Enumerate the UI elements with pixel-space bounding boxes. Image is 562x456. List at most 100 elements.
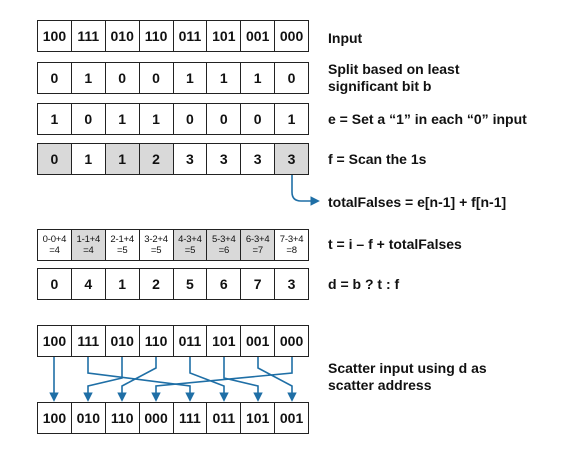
t-cell-expression: 0-0+4 bbox=[42, 234, 67, 245]
e-cell: 0 bbox=[70, 104, 105, 134]
e-cell: 0 bbox=[206, 104, 240, 134]
output-cell: 101 bbox=[240, 403, 274, 433]
total-falses-label: totalFalses = e[n-1] + f[n-1] bbox=[328, 194, 507, 210]
output-cell: 100 bbox=[42, 410, 67, 426]
scatter-label-line1: Scatter input using d as bbox=[328, 360, 487, 376]
scatter_in-cell: 001 bbox=[240, 326, 274, 356]
f-cell: 3 bbox=[206, 144, 240, 174]
t-cell: 1-1+4=4 bbox=[70, 230, 105, 260]
e-cell: 1 bbox=[138, 104, 173, 134]
d-cell: 4 bbox=[70, 269, 105, 299]
t-cell-expression: 6-3+4 bbox=[245, 234, 270, 245]
split-label-line2: significant bit b bbox=[328, 78, 432, 94]
scatter_in-cell: 010 bbox=[104, 326, 139, 356]
total-falses-arrow bbox=[291, 175, 320, 206]
t-cell-result: =6 bbox=[218, 245, 230, 256]
input-cell: 011 bbox=[172, 21, 207, 51]
d-cell: 3 bbox=[274, 269, 308, 299]
scatter-label: Scatter input using d as scatter address bbox=[328, 360, 487, 394]
output-cell: 000 bbox=[138, 403, 173, 433]
input-cell: 110 bbox=[138, 21, 173, 51]
t-cell-result: =4 bbox=[83, 245, 94, 256]
t-cell: 4-3+4=5 bbox=[172, 230, 207, 260]
b-cell: 1 bbox=[240, 63, 274, 93]
split-label: Split based on least significant bit b bbox=[328, 61, 459, 95]
b-cell: 0 bbox=[138, 63, 173, 93]
split-label-line1: Split based on least bbox=[328, 61, 460, 77]
t-cell: 7-3+4=8 bbox=[274, 230, 308, 260]
b-cell: 0 bbox=[50, 70, 59, 86]
t-cell: 5-3+4=6 bbox=[206, 230, 241, 260]
input-cell: 001 bbox=[240, 21, 274, 51]
b-cell: 1 bbox=[206, 63, 240, 93]
scatter-arrow bbox=[87, 357, 195, 402]
scatter_in-cell: 110 bbox=[138, 326, 173, 356]
t-label: t = i – f + totalFalses bbox=[328, 236, 462, 252]
input-cell: 111 bbox=[70, 21, 105, 51]
d-cell: 2 bbox=[138, 269, 173, 299]
scatter-arrow bbox=[117, 357, 157, 402]
t-cell-expression: 7-3+4 bbox=[279, 234, 304, 245]
f-cell: 2 bbox=[138, 144, 173, 174]
output-cell: 010 bbox=[70, 403, 105, 433]
input-cell: 000 bbox=[274, 21, 308, 51]
e-cell: 1 bbox=[50, 111, 59, 127]
scatter-arrow bbox=[189, 357, 229, 402]
t-cell-expression: 3-2+4 bbox=[144, 234, 168, 245]
output-cell: 110 bbox=[104, 403, 139, 433]
input-cell: 101 bbox=[206, 21, 240, 51]
t-cell-expression: 1-1+4 bbox=[76, 234, 101, 245]
output-cell: 001 bbox=[274, 403, 308, 433]
t-cell: 6-3+4=7 bbox=[240, 230, 275, 260]
b-cell: 0 bbox=[104, 63, 139, 93]
t-cell-result: =5 bbox=[116, 245, 128, 256]
scatter-label-line2: scatter address bbox=[328, 377, 432, 393]
t-cell-result: =5 bbox=[150, 245, 162, 256]
scatter_in-cell: 100 bbox=[42, 333, 67, 349]
d-cell: 7 bbox=[240, 269, 274, 299]
scatter_in-cell: 000 bbox=[274, 326, 308, 356]
e-cell: 1 bbox=[274, 104, 308, 134]
d-cell: 5 bbox=[172, 269, 207, 299]
scatter-arrows bbox=[49, 357, 297, 402]
scatter-arrow bbox=[257, 357, 297, 402]
scatter-arrow bbox=[223, 357, 263, 402]
scatter_in-cell: 101 bbox=[206, 326, 240, 356]
output-cell: 111 bbox=[172, 403, 207, 433]
e-cell: 0 bbox=[172, 104, 207, 134]
f-cell: 3 bbox=[274, 144, 308, 174]
b-cell: 0 bbox=[274, 63, 308, 93]
t-cell-result: =7 bbox=[252, 245, 263, 256]
d-cell: 6 bbox=[206, 269, 240, 299]
t-cell: 0-0+4=4 bbox=[38, 230, 71, 260]
f-cell: 3 bbox=[240, 144, 274, 174]
output-cell: 011 bbox=[206, 403, 240, 433]
scatter_in-cell: 111 bbox=[70, 326, 105, 356]
b-cell: 1 bbox=[70, 63, 105, 93]
t-cell-result: =4 bbox=[49, 245, 60, 256]
t-cell-expression: 4-3+4 bbox=[178, 234, 202, 245]
b-cell: 1 bbox=[172, 63, 207, 93]
scatter_in-cell: 011 bbox=[172, 326, 207, 356]
input-label: Input bbox=[328, 30, 363, 46]
e-cell: 1 bbox=[104, 104, 139, 134]
t-cell-expression: 2-1+4 bbox=[110, 234, 134, 245]
d-cell: 0 bbox=[50, 276, 59, 292]
scatter-arrow bbox=[83, 357, 123, 402]
f-cell: 1 bbox=[104, 144, 139, 174]
f-cell: 0 bbox=[38, 144, 71, 174]
t-cell-result: =8 bbox=[286, 245, 297, 256]
f-cell: 1 bbox=[70, 144, 105, 174]
scatter-arrow bbox=[151, 357, 293, 402]
e-cell: 0 bbox=[240, 104, 274, 134]
t-cell-expression: 5-3+4 bbox=[212, 234, 236, 245]
